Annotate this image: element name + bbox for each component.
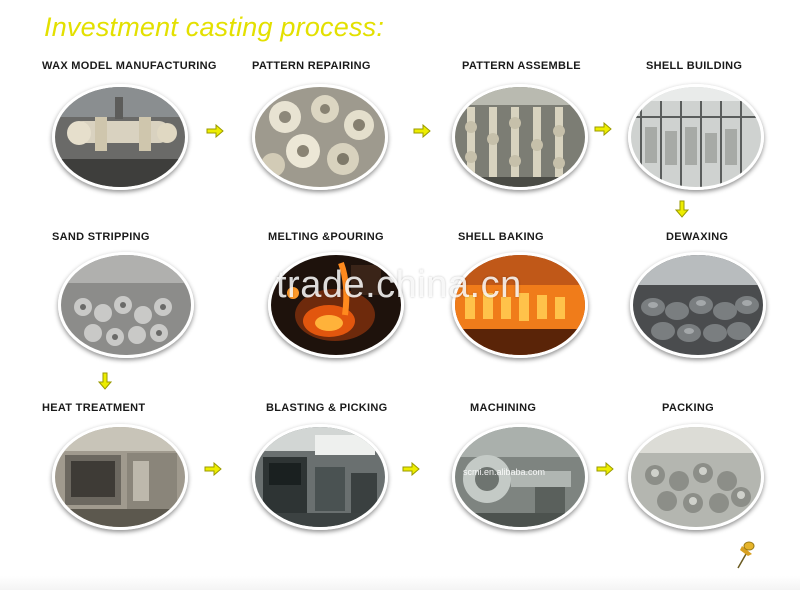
step-label: HEAT TREATMENT (42, 402, 146, 414)
shell-baking-photo (452, 252, 588, 358)
step-packing: PACKING (662, 402, 762, 414)
step-label: WAX MODEL MANUFACTURING (42, 60, 217, 72)
shell-building-photo (628, 84, 764, 190)
page-title: Investment casting process: (44, 12, 385, 42)
step-label: PATTERN REPAIRING (252, 60, 371, 72)
pattern-repair-photo (252, 84, 388, 190)
step-pattern-assemble: PATTERN ASSEMBLE (462, 60, 602, 72)
step-dewaxing: DEWAXING (666, 231, 766, 243)
arrow-down-icon (98, 372, 112, 390)
step-heat-treatment: HEAT TREATMENT (42, 402, 182, 414)
dewaxing-photo (630, 252, 766, 358)
pattern-assemble-photo (452, 84, 588, 190)
sand-stripping-photo (58, 252, 194, 358)
step-label: MACHINING (470, 402, 537, 414)
arrow-right-icon (596, 462, 614, 476)
arrow-right-icon (206, 124, 224, 138)
step-label: PACKING (662, 402, 715, 414)
step-blasting-picking: BLASTING & PICKING (266, 402, 406, 414)
step-melting-pouring: MELTING &POURING (268, 231, 408, 243)
step-label: PATTERN ASSEMBLE (462, 60, 581, 72)
arrow-right-icon (594, 122, 612, 136)
melting-pouring-photo (268, 252, 404, 358)
step-shell-building: SHELL BUILDING (646, 60, 786, 72)
step-shell-baking: SHELL BAKING (458, 231, 598, 243)
heat-treatment-photo (52, 424, 188, 530)
watermark-text: trade.china.cn (276, 264, 522, 306)
step-label: SHELL BAKING (458, 231, 544, 243)
arrow-down-icon (675, 200, 689, 218)
step-wax-model: WAX MODEL MANUFACTURING (42, 60, 217, 72)
step-machining: MACHINING (470, 402, 590, 414)
arrow-right-icon (413, 124, 431, 138)
photo-watermark: scmi.en.alibaba.com (463, 467, 546, 477)
arrow-right-icon (402, 462, 420, 476)
machining-photo: scmi.en.alibaba.com (452, 424, 588, 530)
arrow-right-icon (204, 462, 222, 476)
step-pattern-repairing: PATTERN REPAIRING (252, 60, 392, 72)
step-label: SAND STRIPPING (52, 231, 150, 243)
step-label: SHELL BUILDING (646, 60, 743, 72)
step-label: MELTING &POURING (268, 231, 384, 243)
push-pin-icon (737, 541, 755, 569)
step-label: DEWAXING (666, 231, 729, 243)
step-sand-stripping: SAND STRIPPING (52, 231, 192, 243)
packing-photo (628, 424, 764, 530)
blasting-picking-photo (252, 424, 388, 530)
bottom-divider (0, 576, 800, 590)
wax-model-photo (52, 84, 188, 190)
step-label: BLASTING & PICKING (266, 402, 388, 414)
